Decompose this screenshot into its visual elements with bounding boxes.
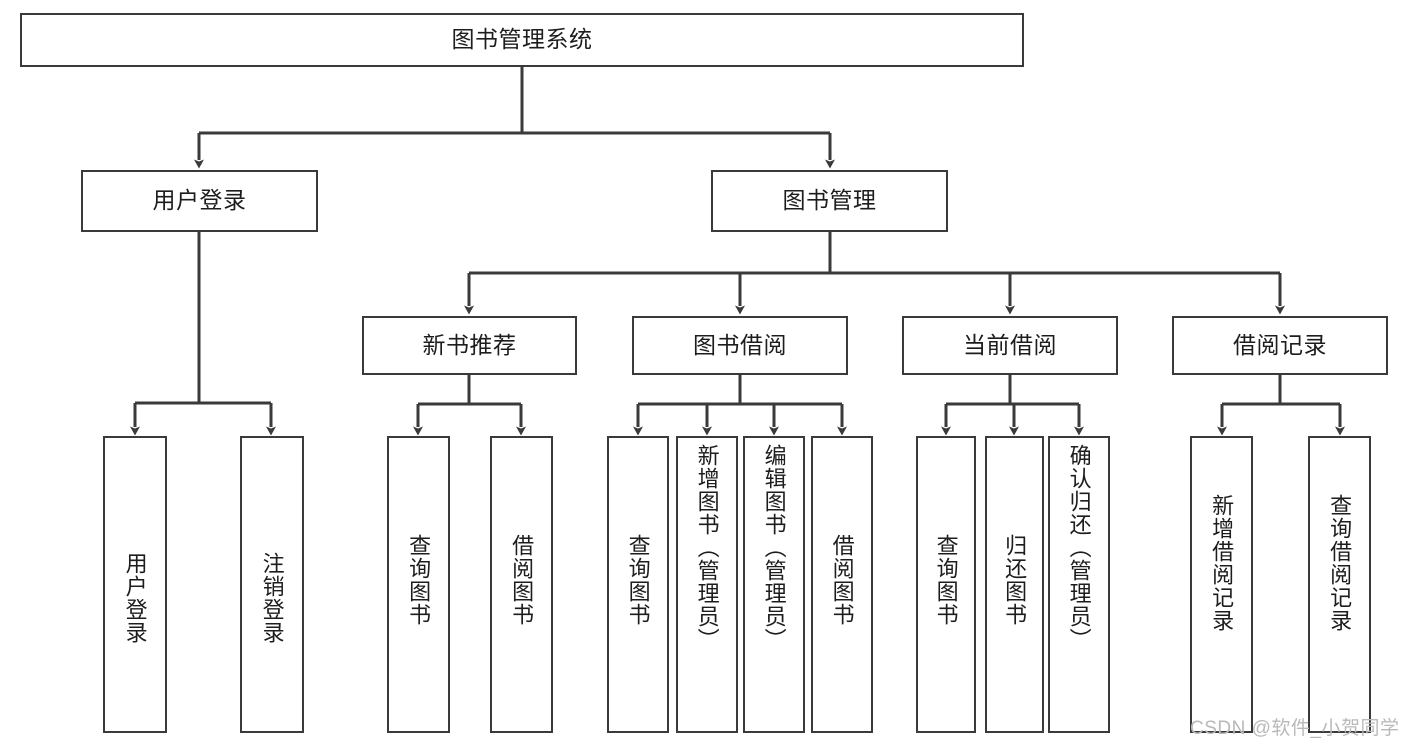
node-label: 当前借阅 [963,331,1057,358]
node-label: 用户登录 [122,552,148,644]
node-book-management[interactable]: 图书管理 [711,170,948,232]
leaf-current-borrow-confirm-return[interactable]: 确认归还（管理员） [1048,436,1110,733]
node-label: 查询图书 [933,534,959,626]
leaf-book-borrow-query[interactable]: 查询图书 [607,436,669,733]
node-label: 新增图书（管理员） [694,444,720,651]
leaf-borrow-record-query[interactable]: 查询借阅记录 [1308,436,1371,733]
node-label: 图书借阅 [693,331,787,358]
node-label: 图书管理系统 [451,26,593,53]
node-label: 查询图书 [625,534,651,626]
node-label: 查询借阅记录 [1327,494,1353,632]
node-label: 归还图书 [1002,534,1028,626]
leaf-book-borrow-lend[interactable]: 借阅图书 [811,436,873,733]
leaf-book-borrow-add[interactable]: 新增图书（管理员） [676,436,738,733]
node-label: 新书推荐 [422,331,517,358]
node-user-login[interactable]: 用户登录 [81,170,318,232]
node-label: 新增借阅记录 [1209,494,1235,632]
node-book-borrow[interactable]: 图书借阅 [632,316,848,375]
leaf-user-login-logout[interactable]: 注销登录 [240,436,304,733]
leaf-borrow-record-add[interactable]: 新增借阅记录 [1190,436,1253,733]
node-new-book-recommend[interactable]: 新书推荐 [362,316,577,375]
node-label: 借阅图书 [829,534,855,626]
node-root-system[interactable]: 图书管理系统 [20,13,1024,67]
node-label: 用户登录 [152,187,247,214]
csdn-watermark: CSDN @软件_小贺同学 [1190,718,1400,739]
node-label: 注销登录 [259,552,285,644]
leaf-user-login-login[interactable]: 用户登录 [103,436,167,733]
leaf-new-book-query[interactable]: 查询图书 [387,436,450,733]
node-label: 确认归还（管理员） [1066,444,1092,651]
node-label: 查询图书 [406,534,432,626]
node-current-borrow[interactable]: 当前借阅 [902,316,1118,375]
node-label: 编辑图书（管理员） [761,444,787,651]
leaf-current-borrow-query[interactable]: 查询图书 [916,436,976,733]
leaf-current-borrow-return[interactable]: 归还图书 [985,436,1044,733]
leaf-book-borrow-edit[interactable]: 编辑图书（管理员） [743,436,805,733]
node-label: 借阅记录 [1233,331,1327,358]
leaf-new-book-borrow[interactable]: 借阅图书 [490,436,553,733]
node-borrow-record[interactable]: 借阅记录 [1172,316,1388,375]
node-label: 图书管理 [782,187,877,214]
node-label: 借阅图书 [509,534,535,626]
